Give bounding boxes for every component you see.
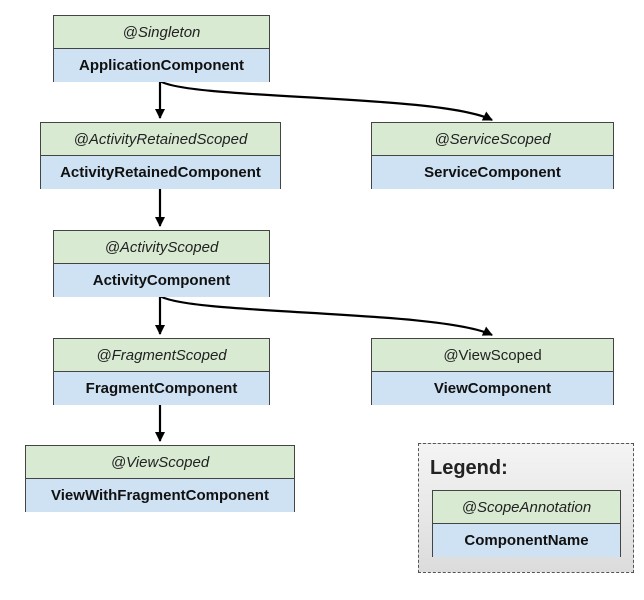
component-name-label: ActivityRetainedComponent xyxy=(41,156,280,189)
component-name-label: ActivityComponent xyxy=(54,264,269,297)
node-activity-retained-component: @ActivityRetainedScoped ActivityRetained… xyxy=(40,122,281,189)
component-name-label: ViewComponent xyxy=(372,372,613,405)
legend-component-label: ComponentName xyxy=(433,524,620,557)
component-name-label: ViewWithFragmentComponent xyxy=(26,479,294,512)
node-service-component: @ServiceScoped ServiceComponent xyxy=(371,122,614,189)
component-name-label: ServiceComponent xyxy=(372,156,613,189)
legend-title: Legend: xyxy=(430,457,508,479)
node-view-component: @ViewScoped ViewComponent xyxy=(371,338,614,405)
component-name-label: ApplicationComponent xyxy=(54,49,269,82)
node-fragment-component: @FragmentScoped FragmentComponent xyxy=(53,338,270,405)
edge-application-to-service xyxy=(159,80,493,121)
scope-annotation-label: @ServiceScoped xyxy=(372,123,613,156)
scope-annotation-label: @Singleton xyxy=(54,16,269,49)
edge-activity-to-view xyxy=(159,295,493,336)
scope-annotation-label: @ViewScoped xyxy=(26,446,294,479)
scope-annotation-label: @ActivityRetainedScoped xyxy=(41,123,280,156)
legend-box: Legend: @ScopeAnnotation ComponentName xyxy=(418,443,634,573)
node-view-with-fragment-component: @ViewScoped ViewWithFragmentComponent xyxy=(25,445,295,512)
legend-sample-node: @ScopeAnnotation ComponentName xyxy=(432,490,621,557)
node-application-component: @Singleton ApplicationComponent xyxy=(53,15,270,82)
scope-annotation-label: @FragmentScoped xyxy=(54,339,269,372)
legend-scope-label: @ScopeAnnotation xyxy=(433,491,620,524)
scope-annotation-label: @ActivityScoped xyxy=(54,231,269,264)
scope-annotation-label: @ViewScoped xyxy=(372,339,613,372)
component-name-label: FragmentComponent xyxy=(54,372,269,405)
node-activity-component: @ActivityScoped ActivityComponent xyxy=(53,230,270,297)
